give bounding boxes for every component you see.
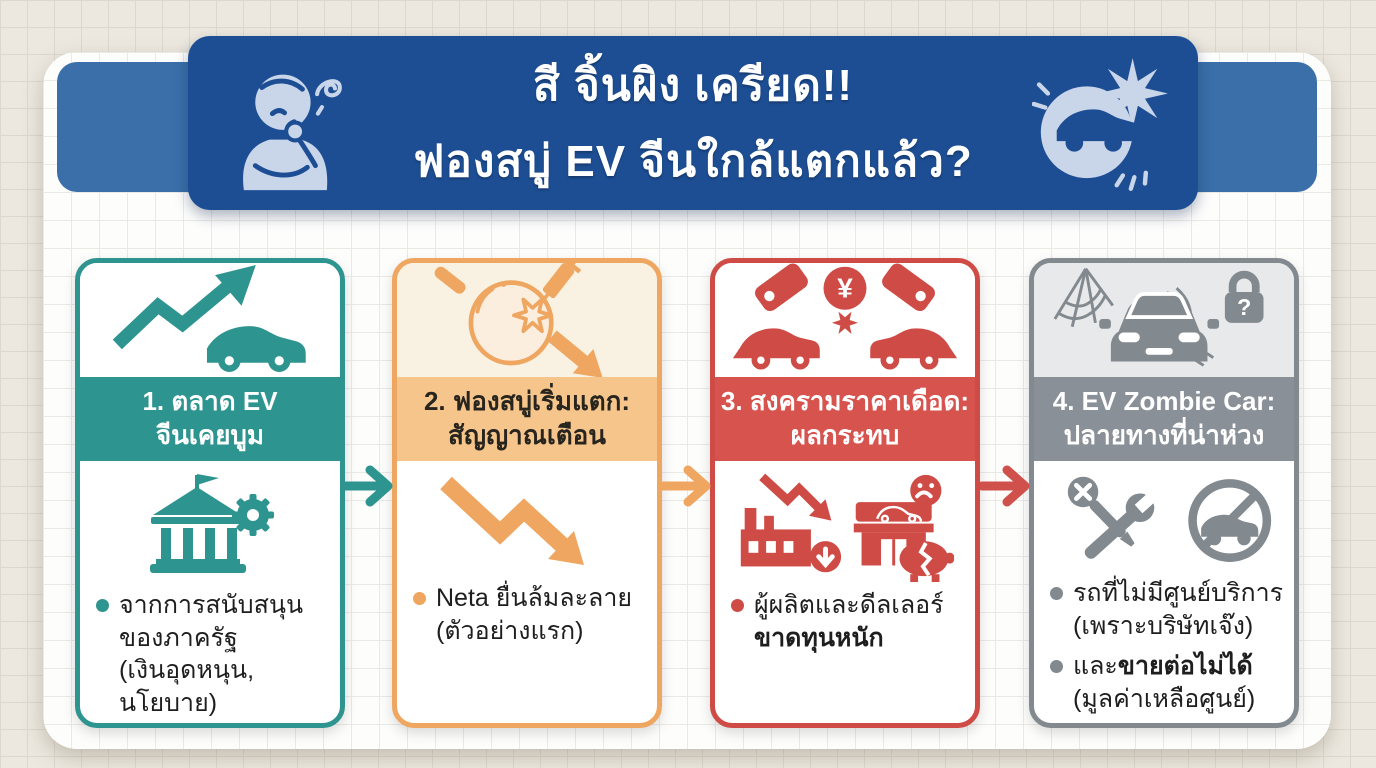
card4-illustration: ? <box>1034 263 1294 377</box>
car-crash-burst-icon <box>1032 58 1168 191</box>
bullet-dot <box>731 599 744 612</box>
bubble-needle-burst-icon <box>434 263 603 377</box>
bullet-item: จากการสนับสนุน ของภาครัฐ (เงินอุดหนุน, น… <box>96 589 330 719</box>
card3-title: 3. สงครามราคาเดือด: ผลกระทบ <box>715 377 975 461</box>
header-banner: สี จิ้นผิง เครียด!! ฟองสบู่ EV จีนใกล้แต… <box>188 36 1198 210</box>
no-service-no-resale-icon <box>1067 476 1272 562</box>
card2-illustration <box>397 263 657 377</box>
price-tags-cars-crash-icon: ¥ <box>732 263 958 370</box>
card-price-war: ¥ <box>710 258 980 728</box>
header-title-line1: สี จิ้นผิง เครียด!! <box>532 61 854 110</box>
bullet-item: และขายต่อไม่ได้ (มูลค่าเหลือศูนย์) <box>1050 650 1284 715</box>
card2-title: 2. ฟองสบู่เริ่มแตก: สัญญาณเตือน <box>397 377 657 461</box>
header-title-line2: ฟองสบู่ EV จีนใกล้แตกแล้ว? <box>413 137 973 186</box>
bullet-item: รถที่ไม่มีศูนย์บริการ (เพราะบริษัทเจ๊ง) <box>1050 577 1284 642</box>
cobweb-car-lock-question-icon: ? <box>1053 267 1264 367</box>
government-bank-gear-icon <box>150 474 274 573</box>
card4-title: 4. EV Zombie Car: ปลายทางที่น่าห่วง <box>1034 377 1294 461</box>
card3-bullets: ผู้ผลิตและดีลเลอร์ ขาดทุนหนัก <box>715 583 975 662</box>
card3-illustration: ¥ <box>715 263 975 377</box>
bullet-dot <box>1050 660 1063 673</box>
bullet-text: รถที่ไม่มีศูนย์บริการ (เพราะบริษัทเจ๊ง) <box>1073 579 1284 640</box>
bullet-text: และขายต่อไม่ได้ (มูลค่าเหลือศูนย์) <box>1073 652 1256 713</box>
bullet-dot <box>96 599 109 612</box>
bullet-text: ผู้ผลิตและดีลเลอร์ ขาดทุนหนัก <box>754 591 944 652</box>
card4-bullets: รถที่ไม่มีศูนย์บริการ (เพราะบริษัทเจ๊ง) … <box>1034 571 1294 723</box>
bullet-dot <box>1050 587 1063 600</box>
svg-text:¥: ¥ <box>837 273 853 304</box>
flow-arrow-2-to-3 <box>661 465 711 507</box>
uptrend-arrow-car-icon <box>112 265 306 372</box>
card1-title: 1. ตลาด EV จีนเคยบูม <box>80 377 340 461</box>
flow-arrow-1-to-2 <box>343 465 393 507</box>
card1-bullets: จากการสนับสนุน ของภาครัฐ (เงินอุดหนุน, น… <box>80 583 340 723</box>
card-ev-market-boom: 1. ตลาด EV จีนเคยบูม <box>75 258 345 728</box>
card-ev-zombie-car: ? 4. EV Zombie Car: ปลายทางที่น่าห่วง <box>1029 258 1299 728</box>
card2-bullets: Neta ยื่นล้มละลาย (ตัวอย่างแรก) <box>397 576 657 655</box>
flow-arrow-3-to-4 <box>980 465 1030 507</box>
bullet-item: ผู้ผลิตและดีลเลอร์ ขาดทุนหนัก <box>731 589 965 654</box>
header-title: สี จิ้นผิง เครียด!! ฟองสบู่ EV จีนใกล้แต… <box>338 36 1048 210</box>
card-bubble-bursting: 2. ฟองสบู่เริ่มแตก: สัญญาณเตือน Neta ยื่… <box>392 258 662 728</box>
factory-decline-dealer-broke-icon <box>740 473 955 583</box>
svg-text:?: ? <box>1237 294 1251 320</box>
card1-illustration <box>80 263 340 377</box>
content-panel: สี จิ้นผิง เครียด!! ฟองสบู่ EV จีนใกล้แต… <box>43 36 1331 749</box>
downtrend-zigzag-arrow-icon <box>440 476 584 565</box>
bullet-dot <box>413 592 426 605</box>
thinking-person-icon <box>243 74 342 191</box>
bullet-item: Neta ยื่นล้มละลาย (ตัวอย่างแรก) <box>413 582 647 647</box>
bullet-text: จากการสนับสนุน ของภาครัฐ (เงินอุดหนุน, น… <box>119 591 304 717</box>
bullet-text: Neta ยื่นล้มละลาย (ตัวอย่างแรก) <box>436 584 633 645</box>
